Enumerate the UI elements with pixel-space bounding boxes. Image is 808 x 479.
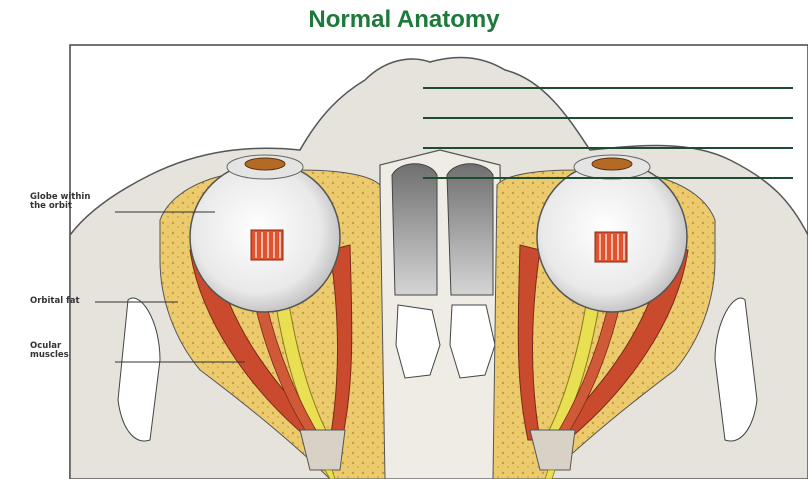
label-orbital-fat: Orbital fat (30, 297, 80, 306)
left-sinus (392, 164, 437, 295)
label-ocular-muscles: Ocular muscles (30, 342, 69, 360)
label-globe: Globe within the orbit (30, 193, 90, 211)
right-sinus (447, 164, 493, 295)
right-iris (592, 158, 632, 170)
left-iris (245, 158, 285, 170)
